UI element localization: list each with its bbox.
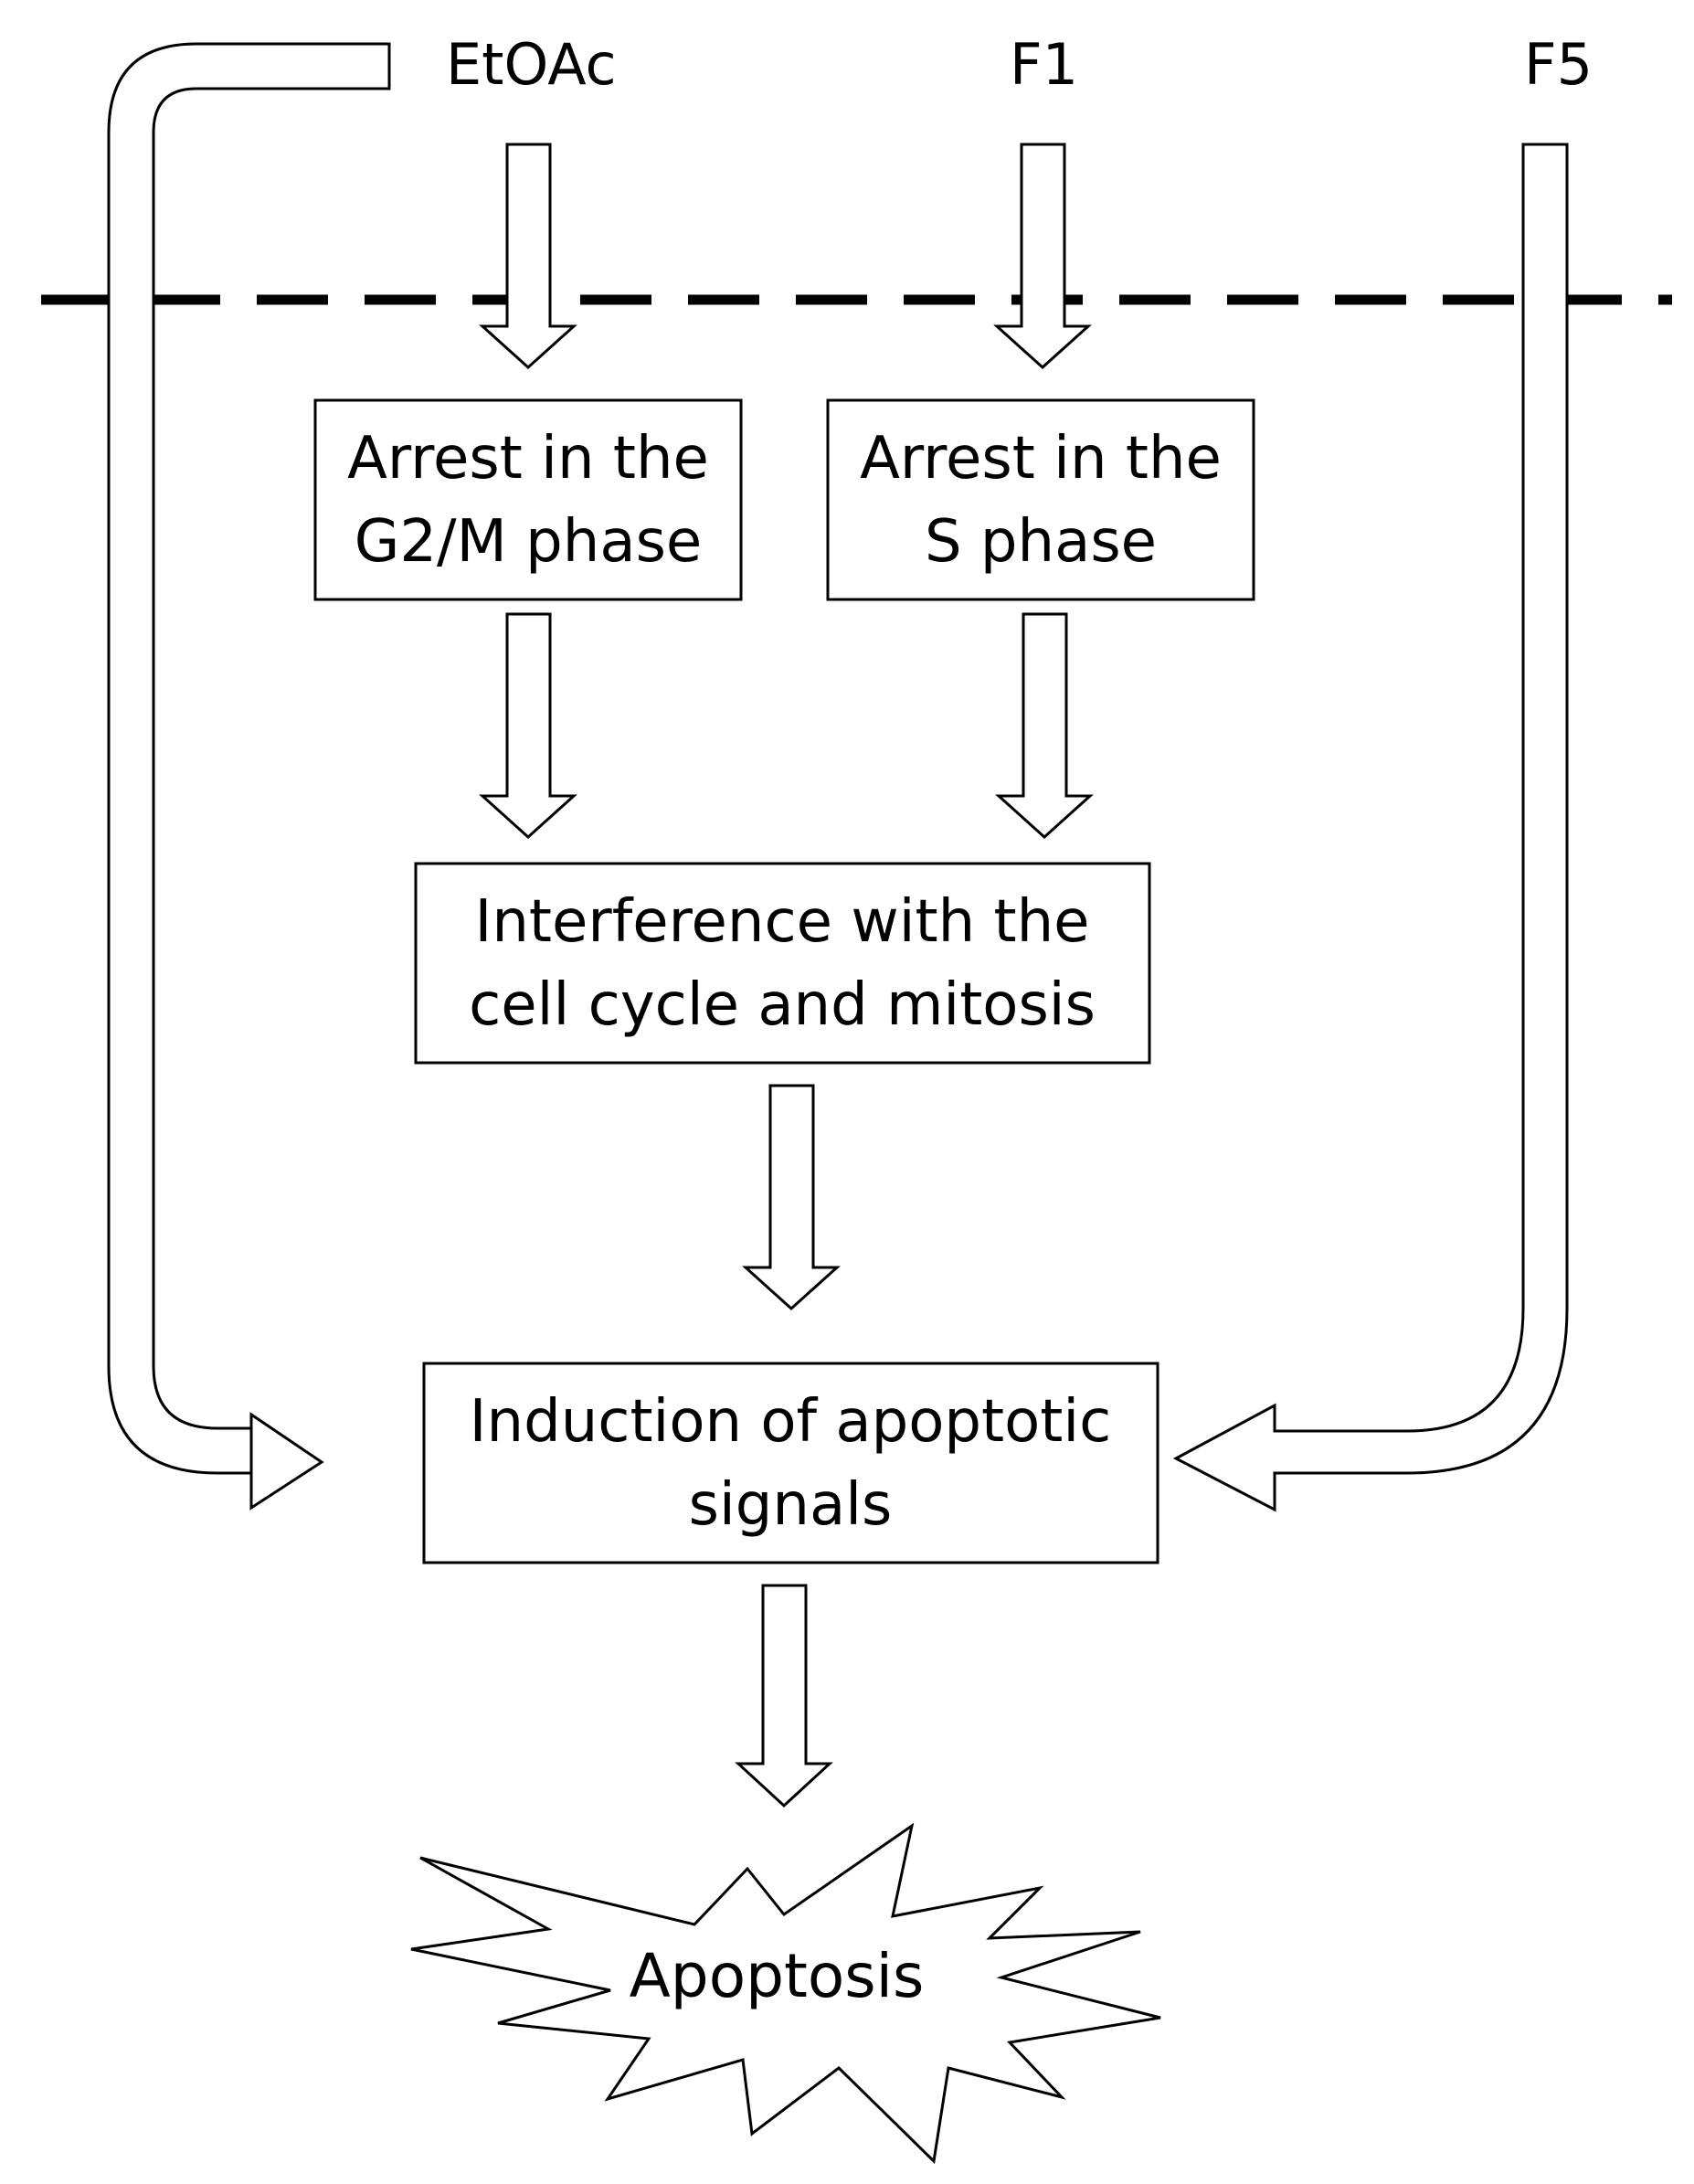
g2m-box-line-2: G2/M phase (355, 508, 703, 576)
s-phase-arrest-box (826, 398, 1255, 601)
etoac-down-arrow (479, 143, 577, 370)
f5-label: F5 (1524, 31, 1593, 98)
etoac-label: EtOAc (446, 31, 617, 98)
g2m-arrest-box (313, 398, 743, 601)
interference-box-line-2: cell cycle and mitosis (469, 971, 1096, 1039)
interference-to-induction-arrow (742, 1084, 841, 1311)
induction-to-apoptosis-arrow (735, 1584, 833, 1808)
g2m-box-line-1: Arrest in the (347, 425, 709, 493)
f1-label: F1 (1010, 31, 1078, 98)
g2m-to-interference-arrow (479, 612, 577, 840)
interference-box-line-1: Interference with the (474, 888, 1089, 956)
induction-box-line-2: signals (689, 1471, 893, 1539)
induction-box (422, 1362, 1159, 1564)
f1-down-arrow (993, 143, 1092, 370)
s-phase-box-line-1: Arrest in the (860, 425, 1222, 493)
apoptosis-starburst-shape (410, 1822, 1161, 2165)
apoptosis-label: Apoptosis (630, 1941, 925, 2011)
etoac-bypass-arrow (107, 42, 391, 1511)
s-phase-to-interference-arrow (995, 612, 1094, 840)
induction-box-line-1: Induction of apoptotic (470, 1388, 1112, 1456)
f5-bypass-arrow (1172, 143, 1569, 1512)
interference-box (414, 862, 1151, 1065)
s-phase-box-line-2: S phase (925, 508, 1157, 576)
